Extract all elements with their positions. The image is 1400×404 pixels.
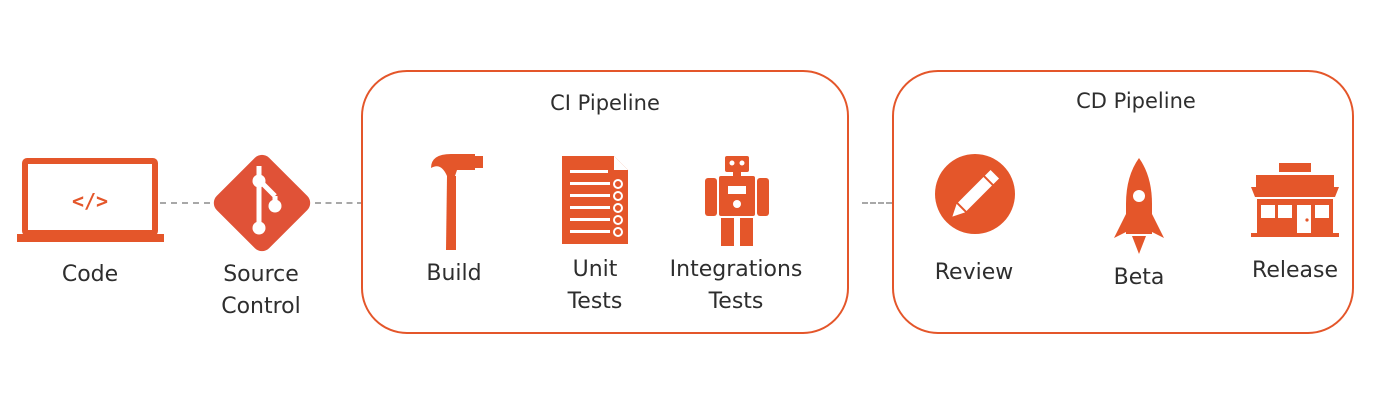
robot-icon <box>705 156 769 246</box>
rocket-icon <box>1114 158 1164 254</box>
unit-tests-line2: Tests <box>567 289 623 314</box>
connector-ci-to-cd <box>862 202 892 204</box>
git-icon <box>213 154 311 252</box>
release-label: Release <box>1252 258 1338 283</box>
connector-git-to-ci <box>315 202 363 204</box>
ci-pipeline-title: CI Pipeline <box>550 91 660 115</box>
review-label: Review <box>934 260 1014 285</box>
source-control-line1: Source <box>223 262 299 287</box>
code-glyph: </> <box>72 189 108 213</box>
code-label: Code <box>61 262 119 287</box>
build-label: Build <box>426 261 482 286</box>
hammer-icon <box>431 154 483 250</box>
cd-pipeline-title: CD Pipeline <box>1076 89 1196 113</box>
source-control-label: Source Control <box>205 259 317 323</box>
source-control-line2: Control <box>221 294 301 319</box>
connector-code-to-git <box>160 202 210 204</box>
integration-tests-line1: Integrations <box>669 257 803 282</box>
storefront-icon <box>1251 163 1339 237</box>
unit-tests-line1: Unit <box>572 257 618 282</box>
beta-label: Beta <box>1113 265 1165 290</box>
unit-tests-label: Unit Tests <box>545 254 645 318</box>
checklist-icon <box>562 156 628 244</box>
integration-tests-label: Integrations Tests <box>658 254 814 318</box>
integration-tests-line2: Tests <box>708 289 764 314</box>
laptop-code-icon: </> <box>17 158 164 242</box>
pencil-circle-icon <box>935 154 1015 234</box>
